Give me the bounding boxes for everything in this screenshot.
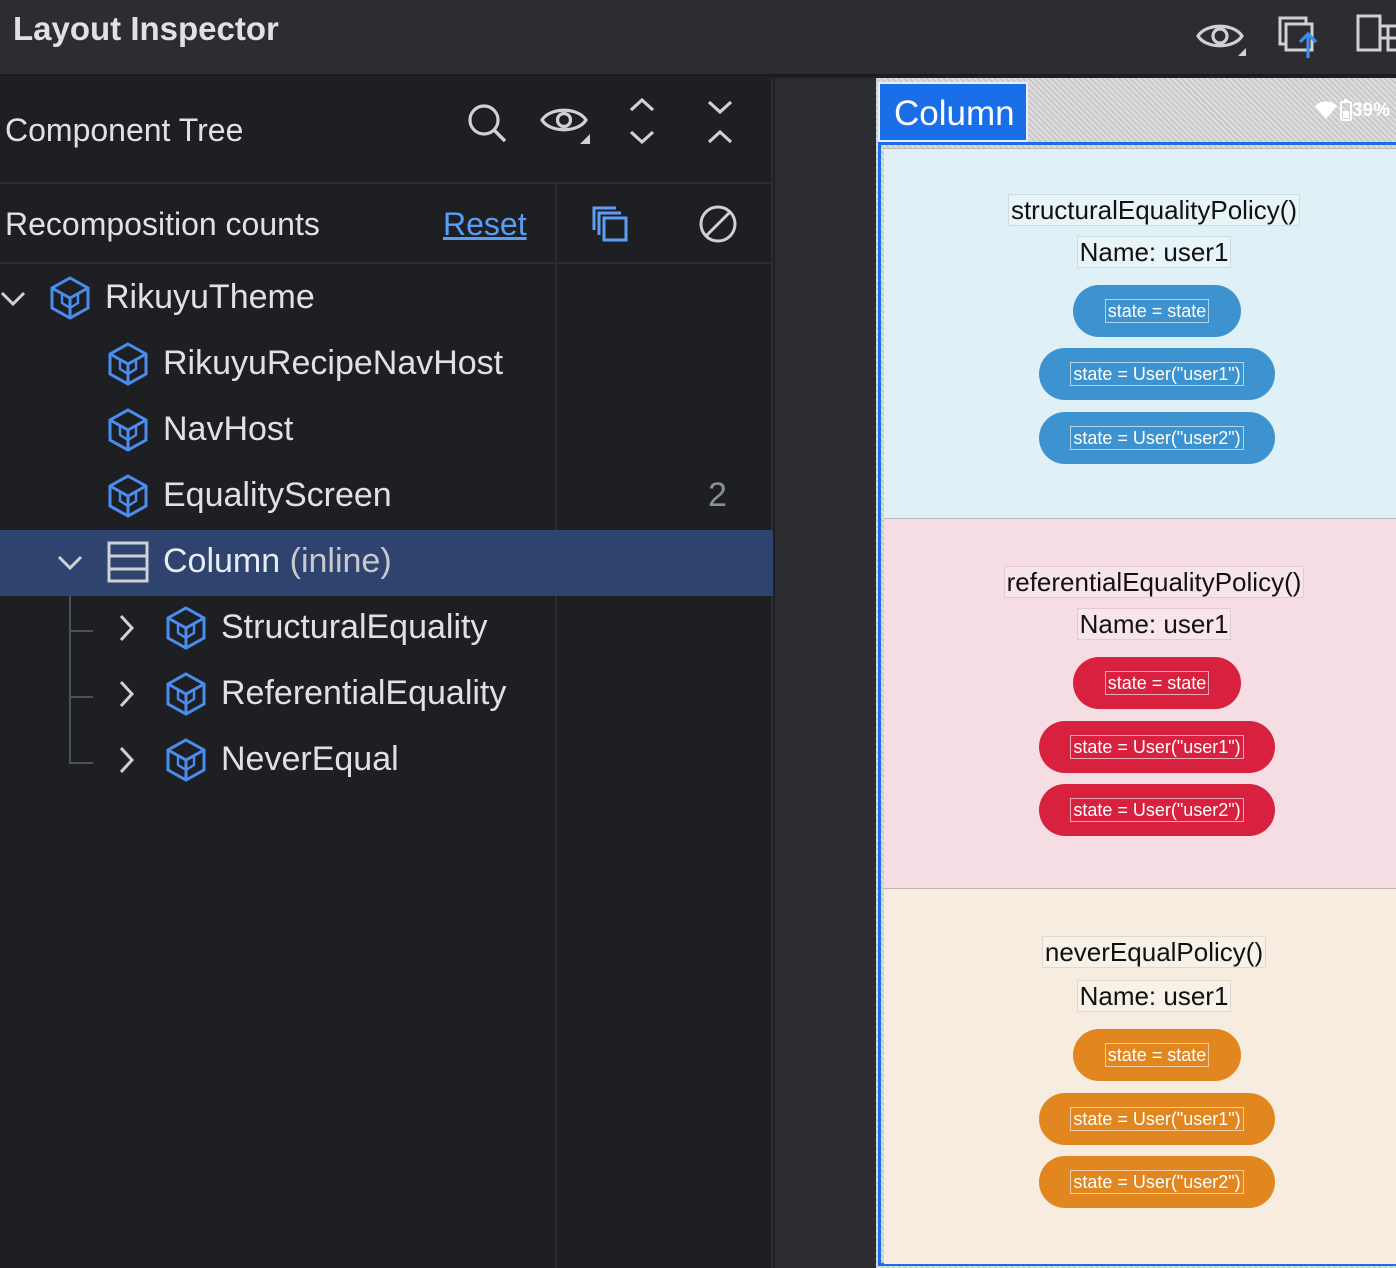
tree-row-rikuyu-theme[interactable]: RikuyuTheme <box>0 266 773 332</box>
count-column-divider <box>555 184 557 1268</box>
policy-title: neverEqualPolicy() <box>1041 936 1267 968</box>
chevron-down-icon[interactable] <box>53 545 87 579</box>
composable-cube-icon <box>166 738 206 782</box>
panel-gap <box>775 78 876 1268</box>
device-status-bar: 39% <box>1026 78 1396 142</box>
composable-cube-icon <box>166 606 206 650</box>
name-text: Name: user1 <box>1076 980 1232 1012</box>
chevron-down-icon[interactable] <box>0 281 30 315</box>
chevron-right-icon[interactable] <box>110 611 144 645</box>
state-user2-button[interactable]: state = User("user2") <box>1039 784 1275 836</box>
tree-row-never-equal[interactable]: NeverEqual <box>0 728 773 794</box>
tree-row-structural-equality[interactable]: StructuralEquality <box>0 596 773 662</box>
selected-component-tag: Column <box>878 82 1028 142</box>
wifi-icon <box>1315 101 1337 119</box>
battery-icon <box>1340 99 1352 121</box>
device-preview[interactable]: 39% Column structuralEqualityPolicy() Na… <box>876 78 1396 1268</box>
tree-node-label: Column (inline) <box>163 542 392 581</box>
state-user1-button[interactable]: state = User("user1") <box>1039 721 1275 773</box>
state-user2-button[interactable]: state = User("user2") <box>1039 412 1275 464</box>
state-equals-state-button[interactable]: state = state <box>1073 657 1241 709</box>
expand-collapse-icon[interactable] <box>616 96 668 148</box>
eye-icon[interactable] <box>1192 8 1248 64</box>
composable-cube-icon <box>108 342 148 386</box>
state-equals-state-button[interactable]: state = state <box>1073 285 1241 337</box>
recomposition-counts-label: Recomposition counts <box>5 206 320 242</box>
tree-row-column-inline[interactable]: Column (inline) <box>0 530 773 596</box>
referential-equality-section: referentialEqualityPolicy() Name: user1 … <box>884 518 1396 888</box>
column-label: Column <box>163 542 281 580</box>
composable-cube-icon <box>50 276 90 320</box>
structural-equality-section: structuralEqualityPolicy() Name: user1 s… <box>884 148 1396 518</box>
composable-cube-icon <box>166 672 206 716</box>
window-title: Layout Inspector <box>13 10 279 47</box>
state-user1-button[interactable]: state = User("user1") <box>1039 1093 1275 1145</box>
clear-icon[interactable] <box>694 200 742 248</box>
tree-row-equality-screen[interactable]: EqualityScreen 2 <box>0 464 773 530</box>
policy-title: referentialEqualityPolicy() <box>1003 566 1305 598</box>
tree-node-label: NavHost <box>163 410 294 448</box>
tree-row-rikuyu-recipe-nav-host[interactable]: RikuyuRecipeNavHost <box>0 332 773 398</box>
state-equals-state-button[interactable]: state = state <box>1073 1029 1241 1081</box>
chevron-right-icon[interactable] <box>110 743 144 777</box>
composable-cube-icon <box>108 408 148 452</box>
tree-node-label: RikuyuTheme <box>105 278 315 316</box>
component-tree: RikuyuTheme RikuyuRecipeNavHost NavHost <box>0 266 773 794</box>
tree-node-label: NeverEqual <box>221 740 399 778</box>
tree-node-label: ReferentialEquality <box>221 674 507 712</box>
column-highlight-frame <box>878 142 1396 1266</box>
search-icon[interactable] <box>460 96 512 148</box>
tree-guide-branch <box>69 696 93 698</box>
tree-guide-line <box>69 596 71 764</box>
state-user2-button[interactable]: state = User("user2") <box>1039 1156 1275 1208</box>
tree-node-label: StructuralEquality <box>221 608 488 646</box>
chevron-right-icon[interactable] <box>110 677 144 711</box>
tree-row-nav-host[interactable]: NavHost <box>0 398 773 464</box>
reset-link[interactable]: Reset <box>443 206 527 242</box>
title-bar: Layout Inspector <box>0 0 1396 76</box>
policy-title: structuralEqualityPolicy() <box>1007 194 1301 226</box>
export-icon[interactable] <box>1272 8 1328 64</box>
component-tree-title: Component Tree <box>5 112 244 148</box>
collapse-all-icon[interactable] <box>694 96 746 148</box>
name-text: Name: user1 <box>1076 236 1232 268</box>
inline-suffix: (inline) <box>280 542 392 580</box>
composable-cube-icon <box>108 474 148 518</box>
component-tree-header: Component Tree <box>0 78 773 184</box>
never-equal-section: neverEqualPolicy() Name: user1 state = s… <box>884 888 1396 1264</box>
selected-component-label: Column <box>894 94 1015 133</box>
tree-node-label: RikuyuRecipeNavHost <box>163 344 504 382</box>
state-user1-button[interactable]: state = User("user1") <box>1039 348 1275 400</box>
tree-node-label: EqualityScreen <box>163 476 392 514</box>
tree-guide-branch <box>69 630 93 632</box>
column-layout-icon <box>107 541 149 583</box>
tree-guide-branch <box>69 762 93 764</box>
recomposition-counts-row: Recomposition counts Reset <box>0 184 773 264</box>
component-tree-panel: Component Tree Recomposition counts Rese… <box>0 78 773 1268</box>
name-text: Name: user1 <box>1076 608 1232 640</box>
layout-tree-icon[interactable] <box>1350 8 1396 64</box>
battery-percentage: 39% <box>1351 100 1390 121</box>
recomposition-count: 2 <box>708 476 727 514</box>
tree-row-referential-equality[interactable]: ReferentialEquality <box>0 662 773 728</box>
eye-icon[interactable] <box>538 96 590 148</box>
copy-icon[interactable] <box>586 200 634 248</box>
